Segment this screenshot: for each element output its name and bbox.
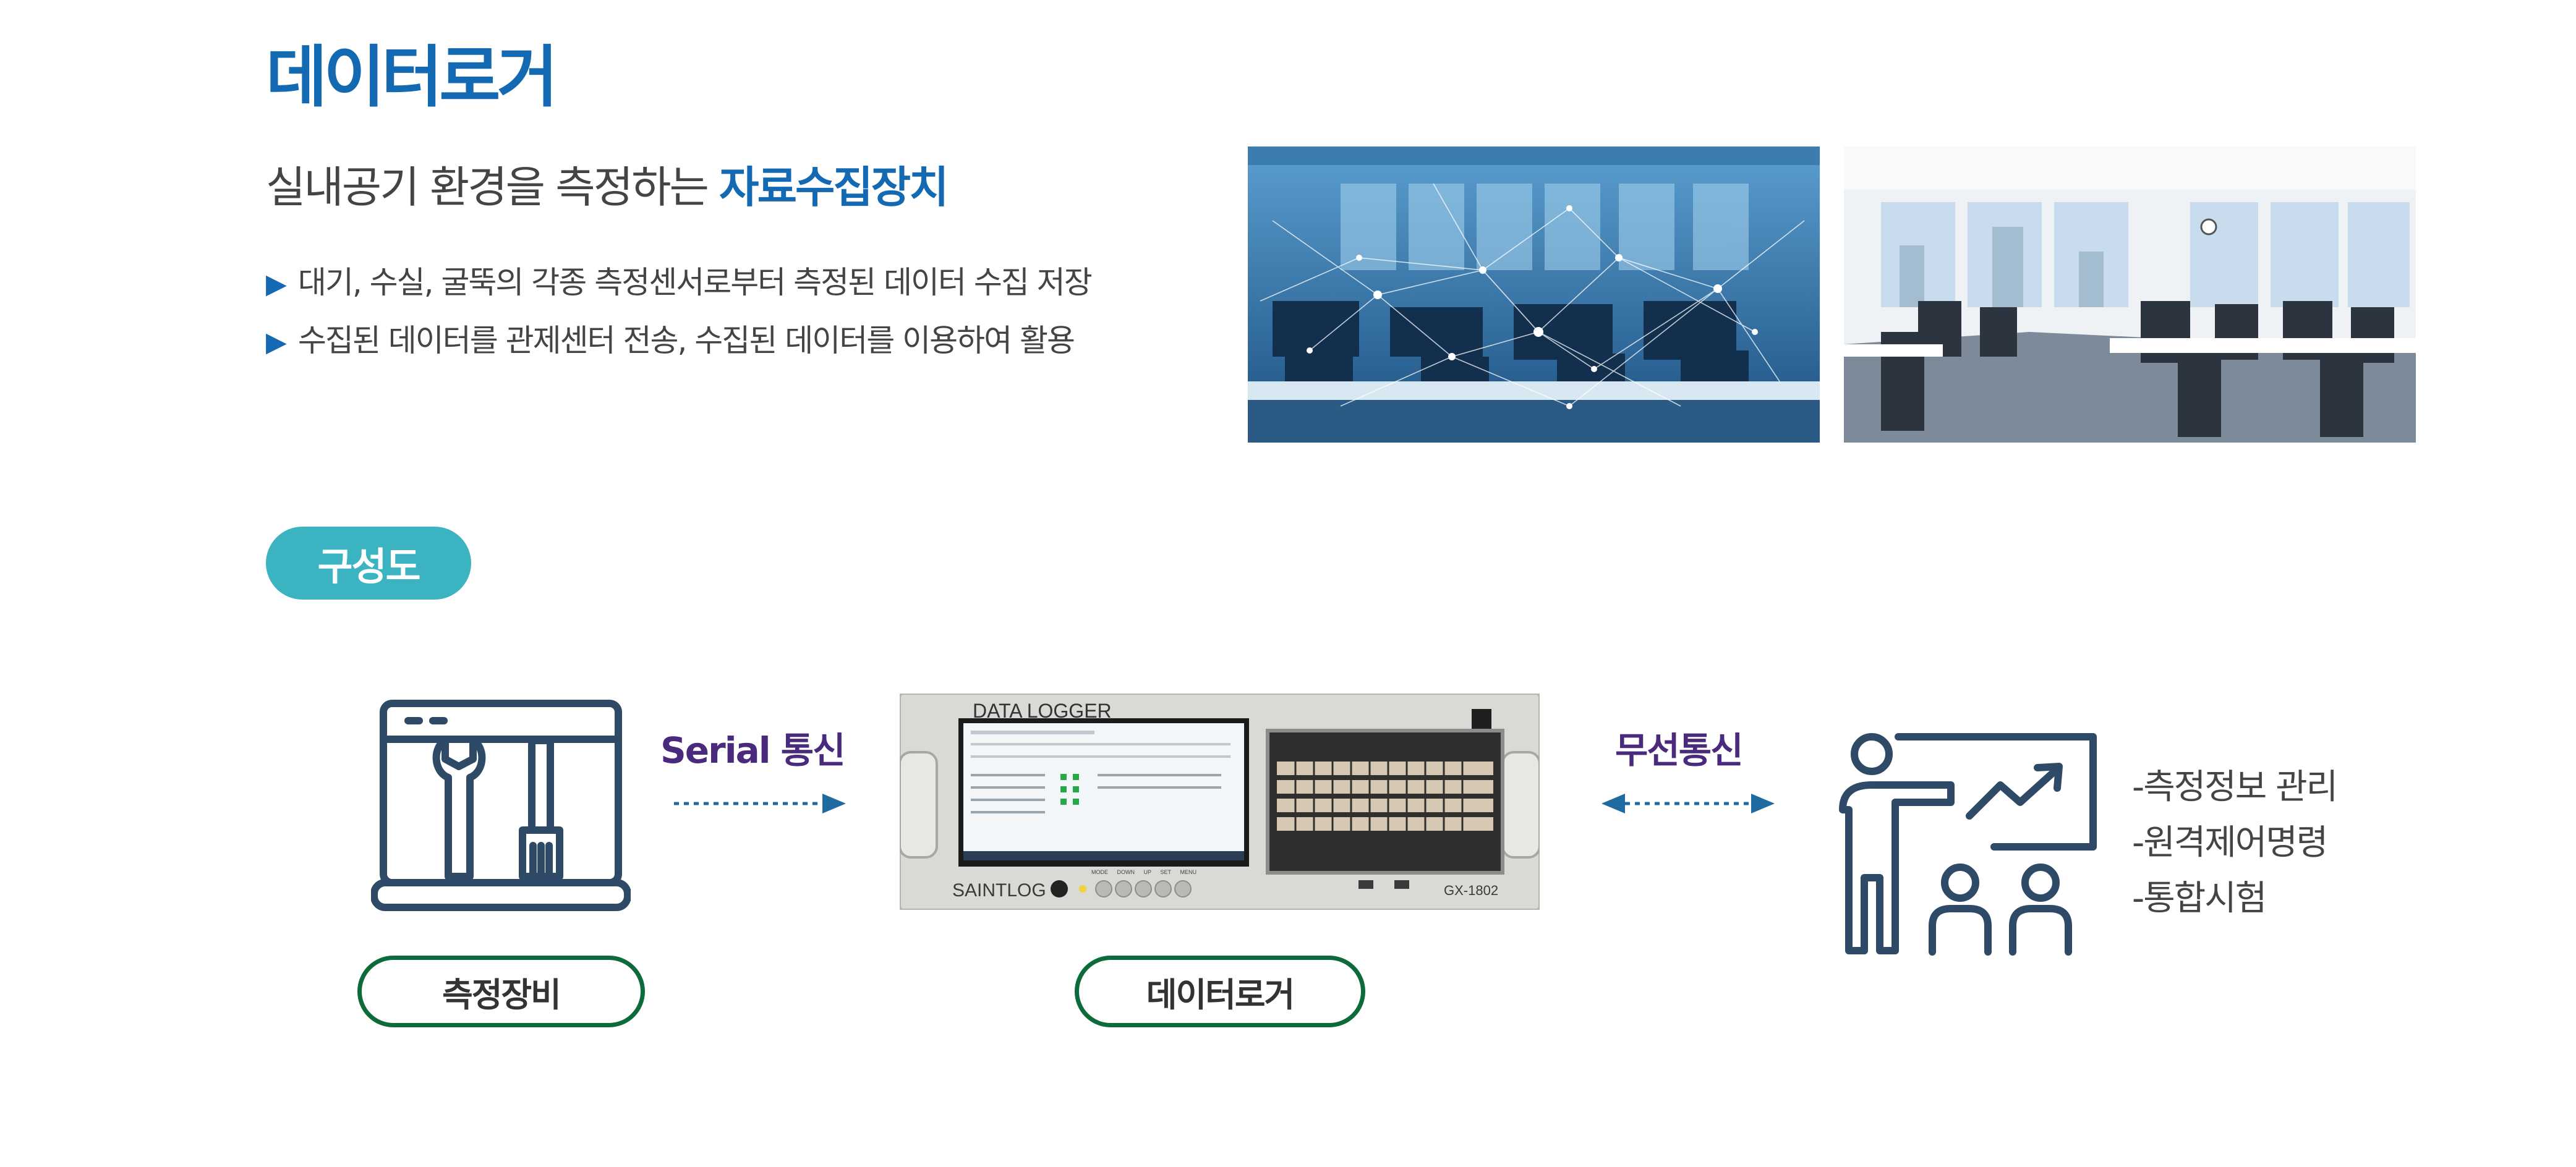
data-logger-device: DATA LOGGER SAINTLOG GX-1802 MODE DOWN U… <box>898 692 1541 911</box>
page-subtitle: 실내공기 환경을 측정하는 자료수집장치 <box>266 166 949 209</box>
device-screen-title: DATA LOGGER <box>973 700 1112 722</box>
bullet-item: ▶수집된 데이터를 관제센터 전송, 수집된 데이터를 이용하여 활용 <box>266 323 1075 359</box>
triangle-bullet-icon: ▶ <box>266 268 287 300</box>
arrow-right-icon <box>674 791 847 816</box>
subtitle-prefix: 실내공기 환경을 측정하는 <box>266 162 709 213</box>
function-item: -원격제어명령 <box>2132 823 2328 863</box>
measuring-equipment-label: 측정장비 <box>357 956 645 1027</box>
section-badge: 구성도 <box>266 527 471 600</box>
function-item: -통합시험 <box>2132 878 2267 919</box>
office-interior-photo <box>1844 146 2416 443</box>
arrow-bidirectional-icon <box>1601 791 1775 816</box>
bullet-item: ▶대기, 수실, 굴뚝의 각종 측정센서로부터 측정된 데이터 수집 저장 <box>266 265 1093 300</box>
triangle-bullet-icon: ▶ <box>266 326 287 358</box>
page-title: 데이터로거 <box>266 39 558 116</box>
office-network-photo <box>1248 146 1820 443</box>
serial-link-label: Serial 통신 <box>660 729 846 771</box>
laptop-tools-icon <box>370 697 631 914</box>
device-button-labels: MODE DOWN UP SET MENU <box>1091 869 1196 875</box>
subtitle-highlight: 자료수집장치 <box>719 162 949 213</box>
data-logger-label: 데이터로거 <box>1075 956 1365 1027</box>
device-model: GX-1802 <box>1444 883 1499 898</box>
presentation-audience-icon <box>1827 729 2099 958</box>
wireless-link-label: 무선통신 <box>1615 729 1743 771</box>
function-item: -측정정보 관리 <box>2132 767 2338 807</box>
device-brand: SAINTLOG <box>952 880 1046 901</box>
